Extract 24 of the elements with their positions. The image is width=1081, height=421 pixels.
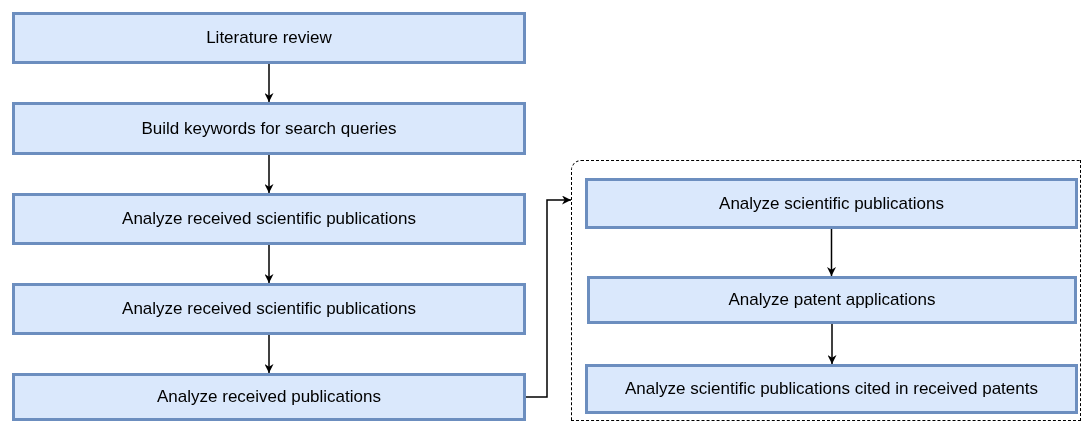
- arrow: [264, 63, 274, 103]
- arrow: [525, 195, 572, 398]
- process-box: [585, 364, 1078, 414]
- process-box: [12, 12, 526, 64]
- arrow: [264, 244, 274, 284]
- step-text: Analyze patent applications: [727, 290, 937, 310]
- process-box: [12, 373, 526, 421]
- process-box: [587, 276, 1077, 324]
- dashed-group-frame: [571, 160, 1081, 421]
- step-text: Analyze received scientific publications: [121, 299, 417, 319]
- step-text: Literature review: [205, 28, 333, 48]
- process-box: [12, 283, 526, 335]
- process-box: [12, 102, 526, 155]
- process-box: [585, 178, 1078, 229]
- arrow: [827, 323, 837, 365]
- step-text: Analyze received publications: [156, 387, 382, 407]
- step-text: Analyze scientific publications: [718, 193, 945, 214]
- step-text: Analyze received scientific publications: [121, 209, 417, 229]
- step-text: Build keywords for search queries: [140, 118, 398, 139]
- step-text: Analyze scientific publications cited in received patents: [624, 379, 1039, 399]
- arrow: [827, 228, 836, 277]
- arrow: [264, 334, 274, 374]
- arrow: [264, 154, 274, 194]
- process-box: [12, 193, 526, 245]
